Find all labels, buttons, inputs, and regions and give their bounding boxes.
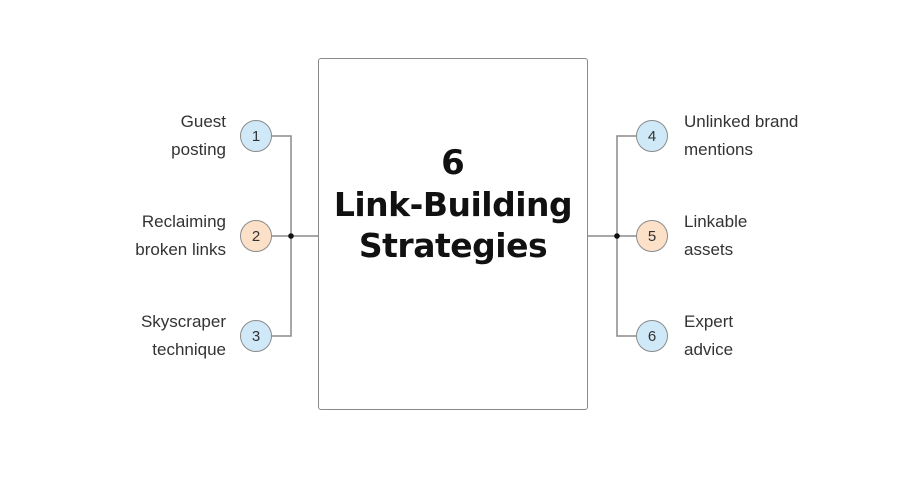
strategy-label-6: Expert advice: [684, 308, 844, 364]
strategy-label-4-line1: Unlinked brand: [684, 112, 799, 131]
strategy-node-3: 3: [240, 320, 272, 352]
strategy-label-1: Guest posting: [86, 108, 226, 164]
center-title-line1: Link-Building: [333, 185, 573, 225]
strategy-node-4: 4: [636, 120, 668, 152]
strategy-label-5-line1: Linkable: [684, 212, 748, 231]
right-junction-dot: [614, 233, 620, 239]
strategy-label-3-line2: technique: [152, 340, 226, 359]
left-connector: [272, 135, 318, 337]
strategy-node-1: 1: [240, 120, 272, 152]
strategy-label-4: Unlinked brand mentions: [684, 108, 844, 164]
strategy-label-5-line2: assets: [684, 240, 734, 259]
right-connector: [588, 135, 636, 337]
strategy-node-2: 2: [240, 220, 272, 252]
strategy-label-6-line1: Expert: [684, 312, 734, 331]
strategy-label-2-line2: broken links: [135, 240, 226, 259]
strategy-label-1-line2: posting: [171, 140, 226, 159]
center-title-box: 6 Link-Building Strategies: [318, 58, 588, 410]
strategy-label-2: Reclaiming broken links: [86, 208, 226, 264]
strategy-label-1-line1: Guest: [180, 112, 226, 131]
center-title: Link-Building Strategies: [333, 184, 573, 267]
strategy-label-5: Linkable assets: [684, 208, 844, 264]
strategy-count: 6: [441, 143, 465, 184]
strategy-label-3: Skyscraper technique: [86, 308, 226, 364]
strategy-node-6: 6: [636, 320, 668, 352]
strategy-label-4-line2: mentions: [684, 140, 753, 159]
strategy-label-6-line2: advice: [684, 340, 734, 359]
strategy-label-3-line1: Skyscraper: [140, 312, 226, 331]
strategy-node-5: 5: [636, 220, 668, 252]
left-junction-dot: [288, 233, 294, 239]
strategy-label-2-line1: Reclaiming: [141, 212, 226, 231]
center-title-line2: Strategies: [358, 226, 548, 266]
